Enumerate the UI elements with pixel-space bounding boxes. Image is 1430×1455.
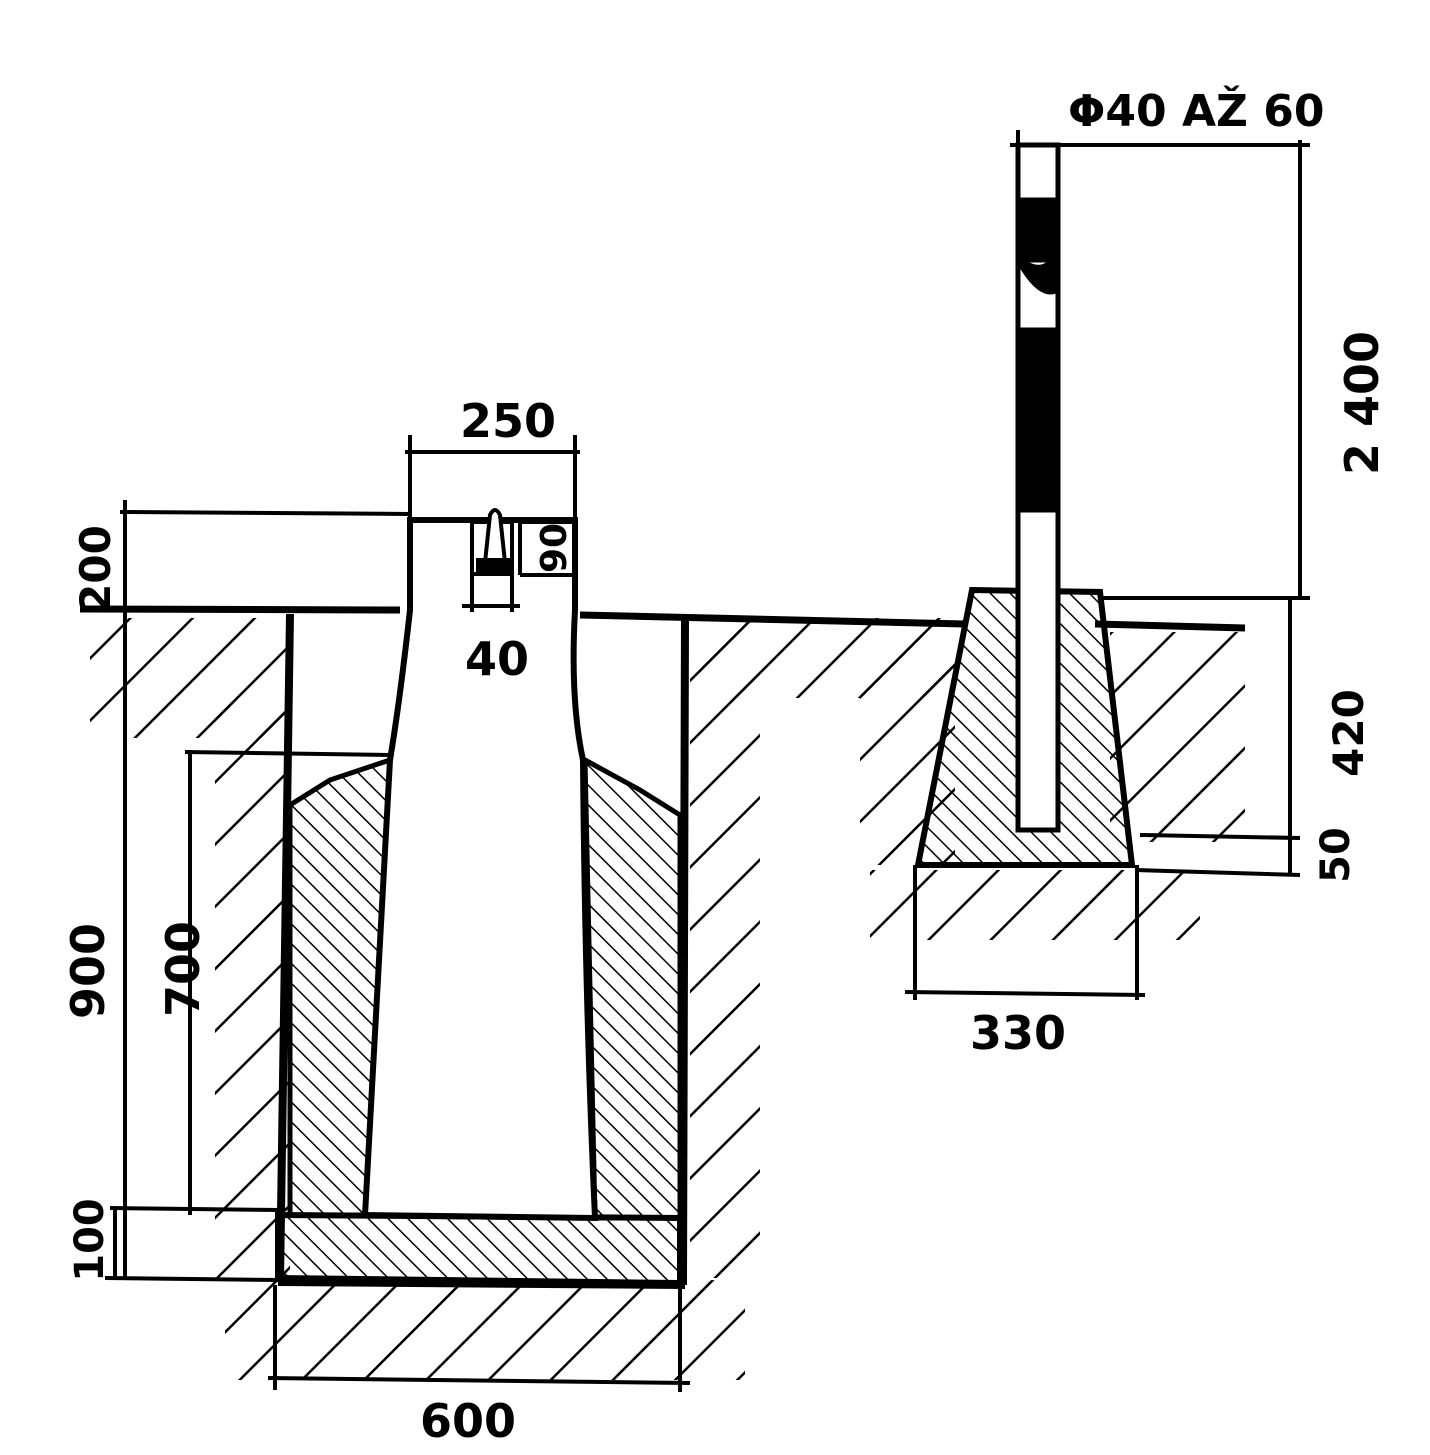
base-thickness-label: 100 — [66, 1198, 113, 1282]
soil-hatching-left — [90, 618, 960, 1380]
embed-depth-label: 700 — [156, 920, 211, 1018]
pole-height-label: 2 400 — [1335, 330, 1390, 476]
pole — [1015, 142, 1061, 833]
pole-base-label: 50 — [1312, 827, 1359, 883]
ground-line — [79, 605, 1246, 632]
stone-height-label: 200 — [70, 525, 120, 613]
pole-embed-label: 420 — [1323, 689, 1373, 777]
total-depth-label: 900 — [61, 922, 116, 1020]
mark-width-label: 40 — [465, 632, 530, 686]
boundary-stone — [361, 517, 599, 1222]
mark-height-label: 90 — [534, 522, 576, 574]
pole-base-width-label: 330 — [970, 1006, 1067, 1060]
dimension-lines-right — [904, 130, 1310, 1000]
pit-walls — [276, 613, 689, 1289]
pit-width-label: 600 — [420, 1394, 517, 1448]
top-width-label: 250 — [460, 394, 557, 448]
stone-mark — [470, 508, 514, 576]
pole-diameter-label: Φ40 AŽ 60 — [1068, 86, 1325, 137]
dimension-lines-left — [104, 435, 691, 1392]
